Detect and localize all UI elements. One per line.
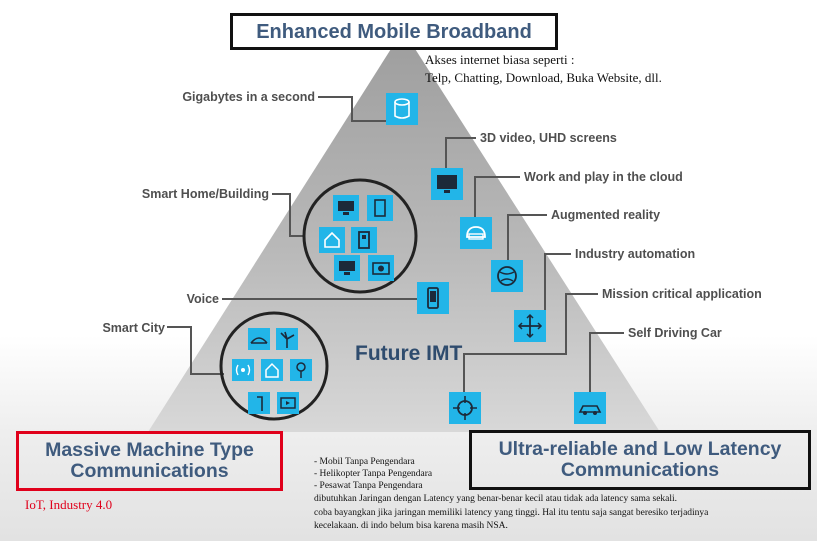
connector-gigabytes (318, 96, 389, 122)
connector-industry (544, 253, 571, 316)
connector-cloud (474, 176, 520, 220)
label-ar: Augmented reality (551, 208, 661, 222)
label-smart-city: Smart City (102, 321, 165, 335)
embb-note-line1: Akses internet biasa seperti : (425, 52, 575, 67)
embb-title: Enhanced Mobile Broadband (256, 20, 532, 43)
database-icon (386, 93, 418, 125)
label-voice: Voice (186, 292, 219, 306)
embb-note-line2: Telp, Chatting, Download, Buka Website, … (425, 70, 662, 85)
label-industry: Industry automation (575, 247, 696, 261)
mmtc-title-box: Massive Machine Type Communications (16, 431, 283, 491)
streetlight-icon (290, 359, 312, 381)
car-icon (574, 392, 606, 424)
label-driving: Self Driving Car (628, 326, 722, 340)
future-imt-title: Future IMT (355, 342, 463, 365)
target-icon (449, 392, 481, 424)
streetlight-icon (248, 392, 270, 414)
urllc-desc-line: kecelakaan. di indo belum bisa karena ma… (314, 521, 508, 531)
windmill-icon (276, 328, 298, 350)
tv-icon (277, 392, 299, 414)
connector-ar (507, 214, 547, 262)
label-mission: Mission critical application (602, 287, 762, 301)
urllc-desc-line: coba bayangkan jika jaringan memiliki la… (314, 508, 709, 518)
tv-icon (333, 195, 359, 221)
connector-3d-video (445, 137, 476, 170)
connector-smart-home (272, 193, 304, 237)
urllc-desc-line: dibutuhkan Jaringan dengan Latency yang … (314, 494, 678, 504)
wifi-icon (232, 359, 254, 381)
phone-icon (417, 282, 449, 314)
bridge-icon (248, 328, 270, 350)
label-3d-video: 3D video, UHD screens (480, 131, 617, 145)
house-icon (261, 359, 283, 381)
mmtc-note: IoT, Industry 4.0 (25, 497, 113, 512)
embb-title-box: Enhanced Mobile Broadband (230, 13, 558, 50)
connector-smart-city (167, 326, 224, 375)
door-icon (351, 227, 377, 253)
globe-icon (491, 260, 523, 292)
smart-home-group (302, 178, 418, 294)
tv-icon (334, 255, 360, 281)
crosshair-arrows-icon (514, 310, 546, 342)
camera-icon (368, 255, 394, 281)
label-gigabytes: Gigabytes in a second (182, 90, 315, 104)
label-cloud: Work and play in the cloud (524, 170, 683, 184)
door-icon (367, 195, 393, 221)
house-icon (319, 227, 345, 253)
label-smart-home: Smart Home/Building (141, 187, 269, 201)
connector-mission (463, 293, 598, 392)
mmtc-title: Massive Machine Type Communications (45, 438, 254, 482)
urllc-title: Ultra-reliable and Low Latency Communica… (498, 437, 782, 481)
smart-city-group (219, 311, 329, 421)
connector-driving (589, 332, 624, 393)
urllc-title-box: Ultra-reliable and Low Latency Communica… (469, 430, 811, 490)
monitor-icon (431, 168, 463, 200)
vr-headset-icon (460, 217, 492, 249)
urllc-item: - Mobil Tanpa Pengendara (314, 457, 415, 467)
urllc-item: - Pesawat Tanpa Pengendara (314, 481, 423, 491)
urllc-item: - Helikopter Tanpa Pengendara (314, 469, 433, 479)
